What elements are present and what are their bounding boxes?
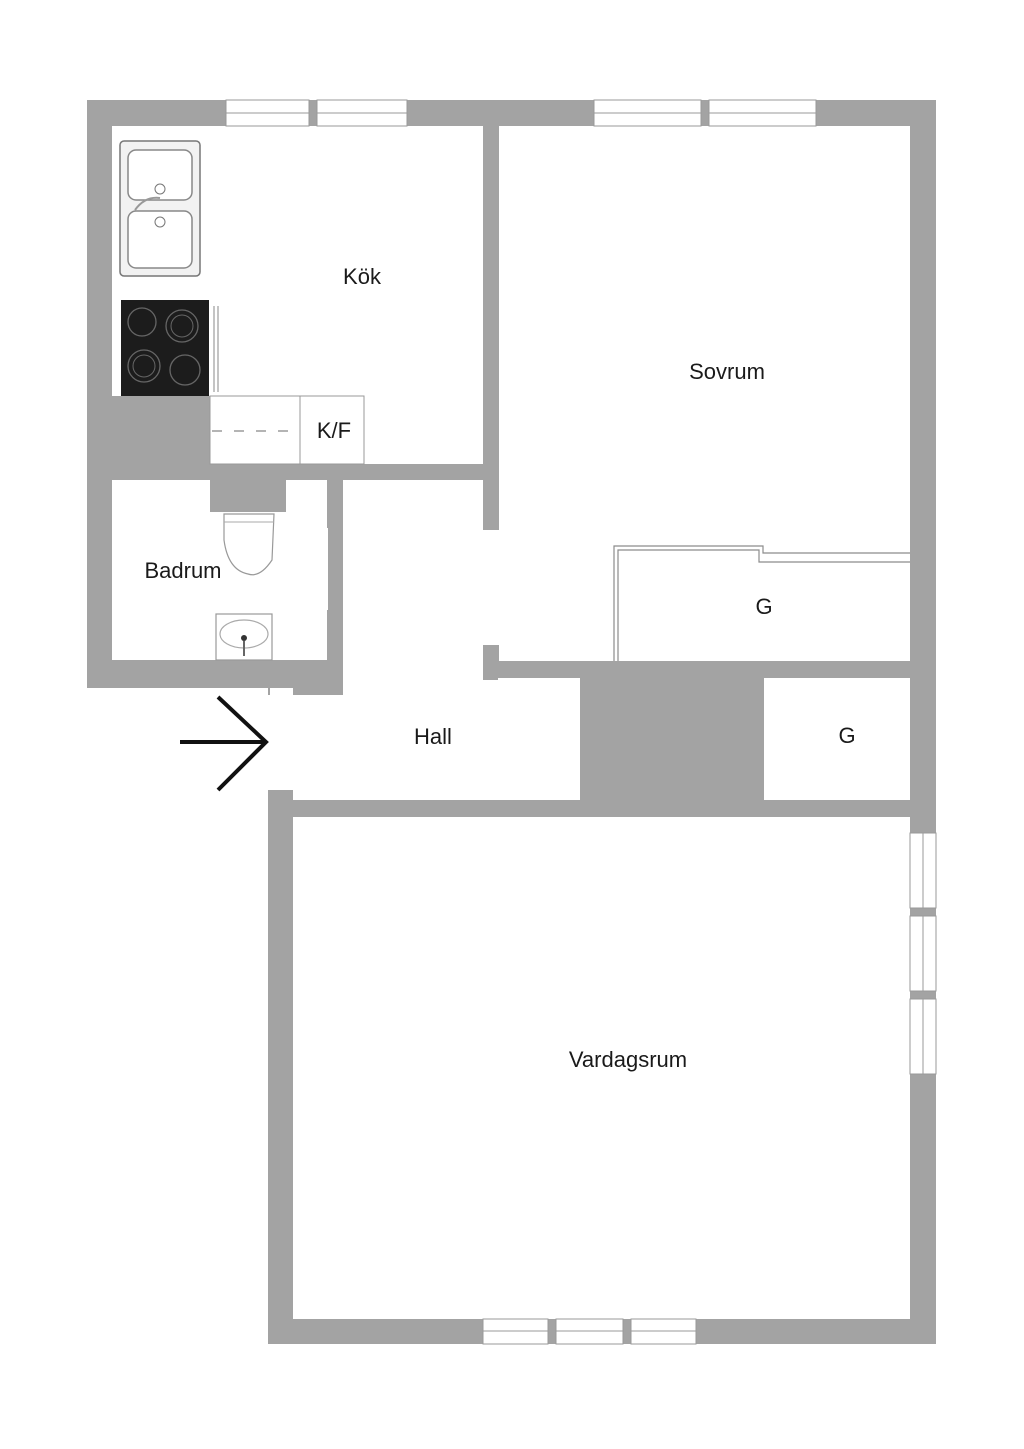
room-labels: Kök Sovrum Badrum Hall G G Vardagsrum: [144, 264, 855, 1072]
closet-label-bedroom: G: [755, 594, 772, 619]
interior-walls: [112, 126, 910, 817]
fridge-freezer-label: K/F: [317, 418, 351, 443]
wash-basin-icon: [215, 613, 273, 661]
fridge-freezer: K/F: [209, 395, 365, 465]
entrance-opening: [268, 695, 270, 790]
entrance-arrow-icon: [180, 695, 269, 792]
wardrobe-outline: [613, 545, 910, 661]
hall-label: Hall: [414, 724, 452, 749]
living-room-label: Vardagsrum: [569, 1047, 687, 1072]
double-sink-icon: [119, 140, 201, 277]
bedroom-label: Sovrum: [689, 359, 765, 384]
toilet-icon: [223, 513, 275, 576]
room-floors: [112, 126, 910, 1319]
bathroom-label: Badrum: [144, 558, 221, 583]
stove-icon: [121, 300, 219, 396]
kitchen-label: Kök: [343, 264, 382, 289]
closet-label-hall: G: [838, 723, 855, 748]
windows: [225, 99, 937, 1345]
